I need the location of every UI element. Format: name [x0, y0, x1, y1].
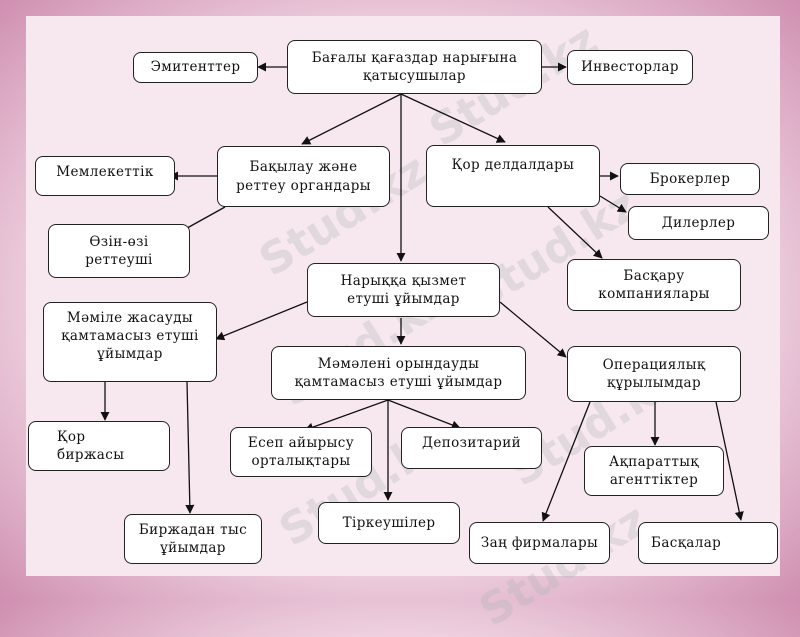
node-management-companies: Басқару компаниялары: [567, 259, 741, 311]
node-others: Басқалар: [638, 522, 778, 564]
node-root: Бағалы қағаздар нарығына қатысушылар: [287, 40, 542, 94]
node-exec-support: Мәмәлені орындауды қамтамасыз етуші ұйым…: [271, 346, 526, 400]
node-registrars: Тіркеушілер: [318, 502, 460, 544]
node-emitents: Эмитенттер: [133, 52, 258, 83]
node-law-firms: Заң фирмалары: [469, 522, 610, 564]
node-service: Нарыққа қызмет етуші ұйымдар: [307, 263, 500, 317]
node-state: Мемлекеттік: [35, 156, 175, 196]
node-clearing: Есеп айырысу орталықтары: [230, 427, 372, 477]
node-brokers: Брокерлер: [620, 163, 760, 195]
node-info-agencies: Ақпараттық агенттіктер: [584, 446, 724, 496]
node-otc: Биржадан тыс ұйымдар: [124, 514, 262, 564]
node-control-bodies: Бақылау және реттеу органдары: [217, 146, 390, 207]
node-investors: Инвесторлар: [567, 50, 693, 85]
node-dealers: Дилерлер: [628, 206, 769, 240]
node-selfreg: Өзін-өзі реттеуші: [48, 224, 190, 278]
node-infra: Операциялық құрылымдар: [567, 346, 741, 402]
node-dealers-org: Қор делдалдары: [426, 145, 600, 207]
node-depository: Депозитарий: [401, 427, 542, 469]
node-deal-support: Мәміле жасауды қамтамасыз етуші ұйымдар: [43, 302, 217, 382]
node-exchange: Қор биржасы: [28, 421, 170, 471]
connector-lines: [100, 62, 744, 522]
